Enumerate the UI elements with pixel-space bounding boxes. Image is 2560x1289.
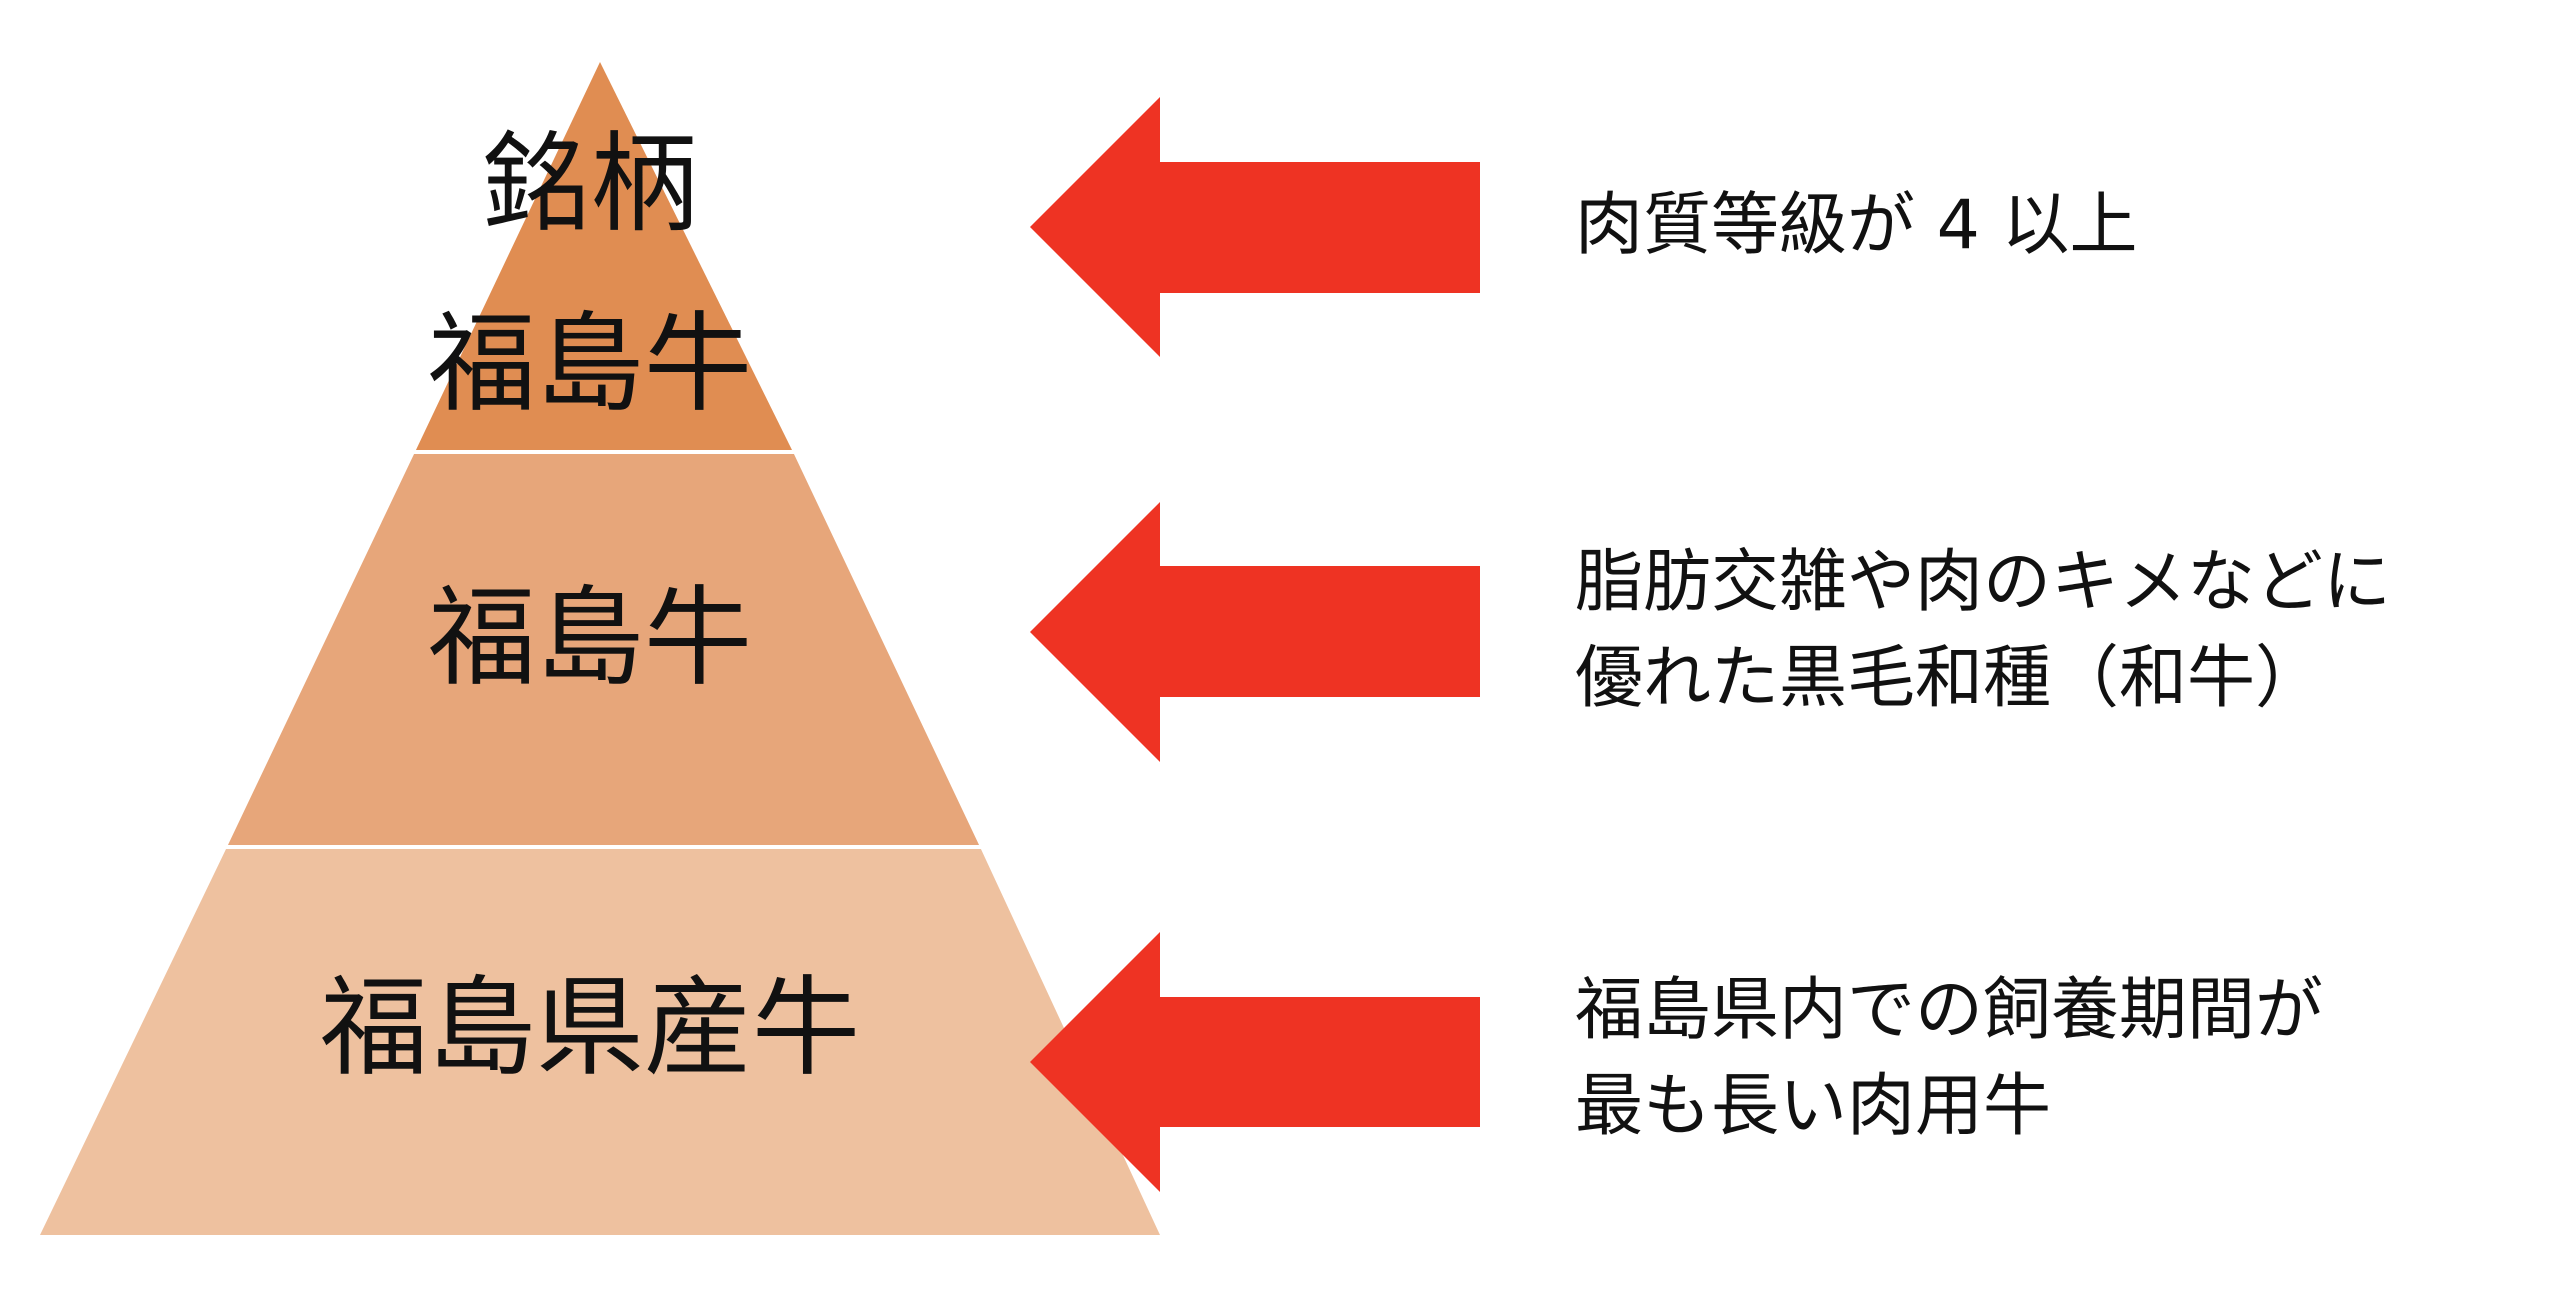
tier-middle-label: 福島牛	[427, 576, 752, 701]
tier-top-label-line2: 福島牛	[427, 302, 752, 427]
description-top: 肉質等級が 4 以上	[1575, 186, 2138, 265]
pyramid-tier-top	[415, 62, 793, 452]
tier-base-label: 福島県産牛	[319, 966, 860, 1091]
pyramid-tier-base	[40, 847, 1160, 1235]
pyramid-tier-middle	[227, 452, 980, 847]
tier-top-label-line1: 銘柄	[481, 122, 698, 247]
description-middle: 脂肪交雑や肉のキメなどに 優れた黒毛和種（和牛）	[1575, 543, 2392, 718]
left-arrow-icon	[1030, 932, 1480, 1192]
left-arrow-icon	[1030, 97, 1480, 357]
left-arrow-icon	[1030, 502, 1480, 762]
description-base: 福島県内での飼養期間が 最も長い肉用牛	[1575, 971, 2324, 1146]
tier-top-label: 銘柄 福島牛	[410, 95, 770, 455]
